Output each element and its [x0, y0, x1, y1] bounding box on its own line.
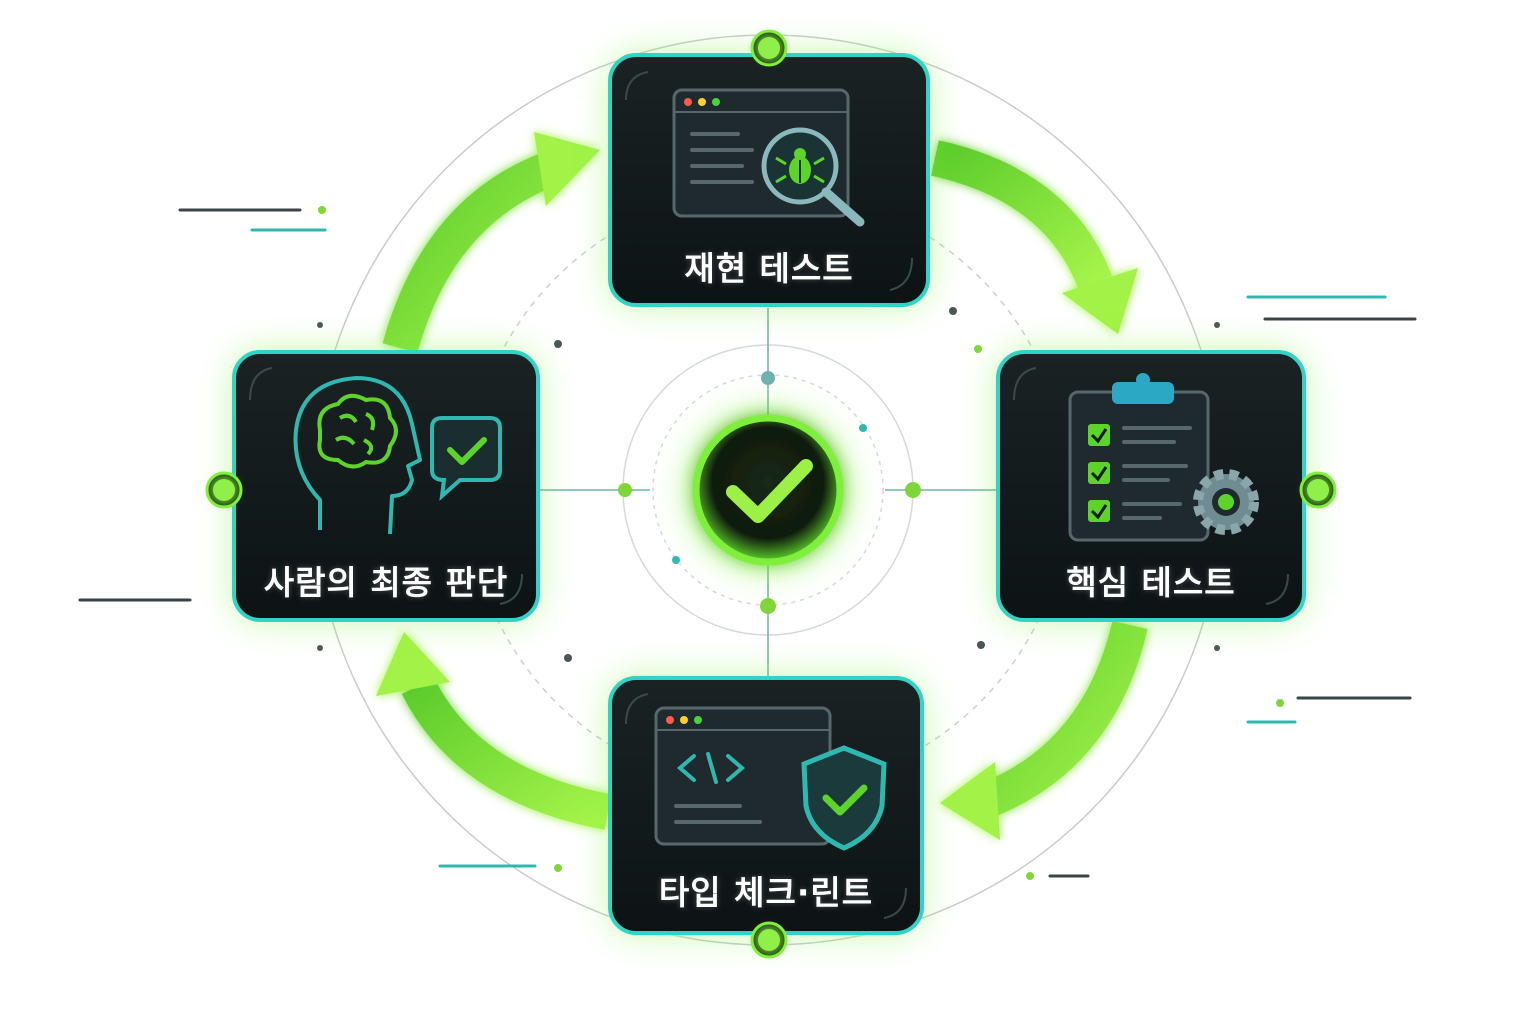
check-circle-icon: [726, 459, 813, 523]
card-label-human-final-judgment: 사람의 최종 판단: [263, 563, 509, 602]
cycle-arrows: [376, 132, 1148, 840]
card-typecheck-lint: [608, 676, 924, 959]
arrow-bottom-left: [401, 677, 612, 830]
card-label-typecheck-lint: 타입 체크·린트: [658, 873, 874, 912]
arrow-top-left-head: [534, 132, 600, 206]
browser-bug-search-icon: [672, 88, 865, 227]
connector-lines: [540, 308, 998, 680]
card-core-test: [996, 350, 1337, 622]
card-label-reproduction-test: 재현 테스트: [684, 249, 854, 288]
arrow-top-left: [382, 151, 559, 353]
arrow-top-right: [930, 140, 1112, 289]
arrow-top-right-head: [1062, 268, 1138, 334]
arrow-bottom-left-head: [376, 632, 450, 696]
arrow-bottom-right: [981, 620, 1148, 817]
head-brain-check-icon: [293, 376, 502, 535]
card-label-core-test: 핵심 테스트: [1066, 563, 1236, 602]
card-human-final-judgment: [205, 350, 540, 622]
connector-dots: [317, 307, 1220, 662]
code-window-shield-icon: [654, 706, 887, 851]
speed-lines: [78, 206, 1417, 880]
clipboard-checklist-gear-icon: [1068, 373, 1259, 542]
center-check: [686, 408, 850, 572]
arrow-bottom-right-head: [940, 762, 1000, 840]
card-reproduction-test: [608, 29, 930, 307]
